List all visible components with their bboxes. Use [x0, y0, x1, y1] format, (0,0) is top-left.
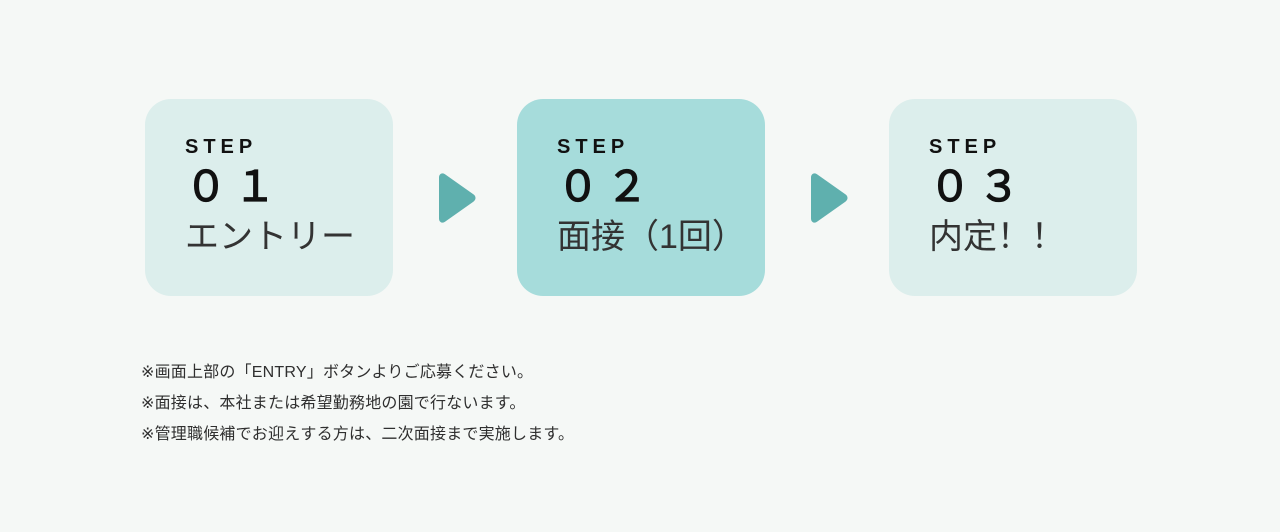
step-label-02: STEP: [557, 136, 630, 159]
step-connector-1: [393, 172, 517, 224]
note-item: ※画面上部の「ENTRY」ボタンよりご応募ください。: [141, 364, 534, 381]
triangle-right-icon: [811, 172, 848, 223]
step-label-03: STEP: [929, 136, 1002, 159]
step-number-01: ０１: [185, 163, 284, 211]
step-card-02: STEP ０２ 面接（1回）: [517, 99, 765, 296]
step-title-01: エントリー: [185, 218, 355, 257]
note-item: ※面接は、本社または希望勤務地の園で行ないます。: [141, 395, 526, 412]
step-number-02: ０２: [557, 163, 656, 211]
recruitment-steps-flow: STEP ０１ エントリー STEP ０２ 面接（1回） STEP ０３ 内定！…: [145, 99, 1137, 296]
step-connector-2: [765, 172, 889, 224]
step-label-01: STEP: [185, 136, 258, 159]
step-number-03: ０３: [929, 163, 1028, 211]
step-title-02: 面接（1回）: [557, 218, 746, 257]
step-card-03: STEP ０３ 内定！！: [889, 99, 1137, 296]
step-card-01: STEP ０１ エントリー: [145, 99, 393, 296]
note-item: ※管理職候補でお迎えする方は、二次面接まで実施します。: [141, 426, 575, 443]
step-title-03: 内定！！: [929, 218, 1065, 257]
notes-list: ※画面上部の「ENTRY」ボタンよりご応募ください。 ※面接は、本社または希望勤…: [141, 357, 1041, 450]
triangle-right-icon: [439, 172, 476, 223]
